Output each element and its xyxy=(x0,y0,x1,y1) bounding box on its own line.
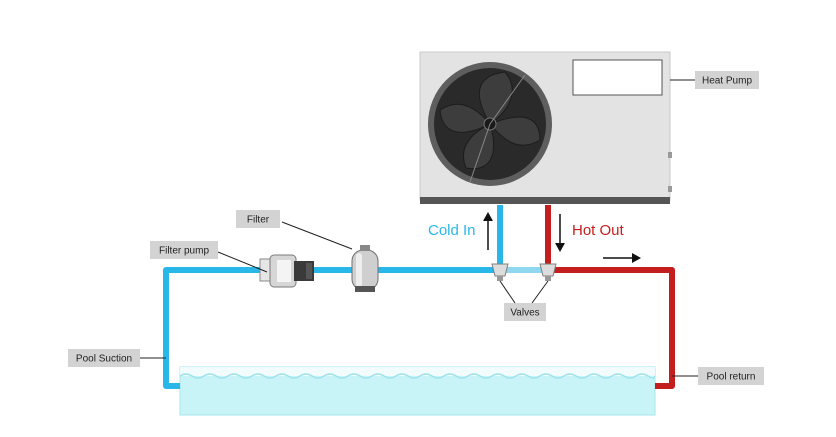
pool-suction-label-text: Pool Suction xyxy=(76,354,132,365)
filter-label: Filter xyxy=(236,210,280,228)
valve-right xyxy=(539,263,557,281)
filter-pump-label: Filter pump xyxy=(150,241,218,259)
valve-left xyxy=(491,263,509,281)
filter-label-text: Filter xyxy=(247,215,270,226)
filter-pump xyxy=(259,254,314,288)
hot-out-arrow-icon xyxy=(555,214,565,252)
valves-leader-right xyxy=(531,280,549,304)
cold-in-label: Cold In xyxy=(428,222,476,239)
heat-pump-display xyxy=(572,59,663,96)
water-surface-wave xyxy=(179,373,656,379)
fan-icon xyxy=(428,62,552,186)
filter-pump-leader xyxy=(217,251,268,273)
pool-return-label-text: Pool return xyxy=(707,372,756,383)
heat-pump-label: Heat Pump xyxy=(695,71,759,89)
return-flow-arrow-icon xyxy=(603,253,641,263)
valves-label-text: Valves xyxy=(510,308,539,319)
filter-pump-label-text: Filter pump xyxy=(159,246,209,257)
hot-out-label: Hot Out xyxy=(572,222,625,239)
pool xyxy=(179,366,656,416)
heat-pump xyxy=(419,51,672,204)
pool-return-label: Pool return xyxy=(698,367,764,385)
cold-in-arrow-icon xyxy=(483,212,493,250)
heat-pump-base xyxy=(420,197,670,204)
heat-pump-label-text: Heat Pump xyxy=(702,76,752,87)
filter-leader xyxy=(281,221,353,250)
filter xyxy=(351,245,379,292)
hot-pipe xyxy=(545,205,675,389)
valves-leader-left xyxy=(499,280,516,304)
cold-pipe xyxy=(163,205,503,389)
valve-bypass xyxy=(505,267,543,273)
pool-suction-label: Pool Suction xyxy=(68,349,140,367)
valves-label: Valves xyxy=(504,303,546,321)
